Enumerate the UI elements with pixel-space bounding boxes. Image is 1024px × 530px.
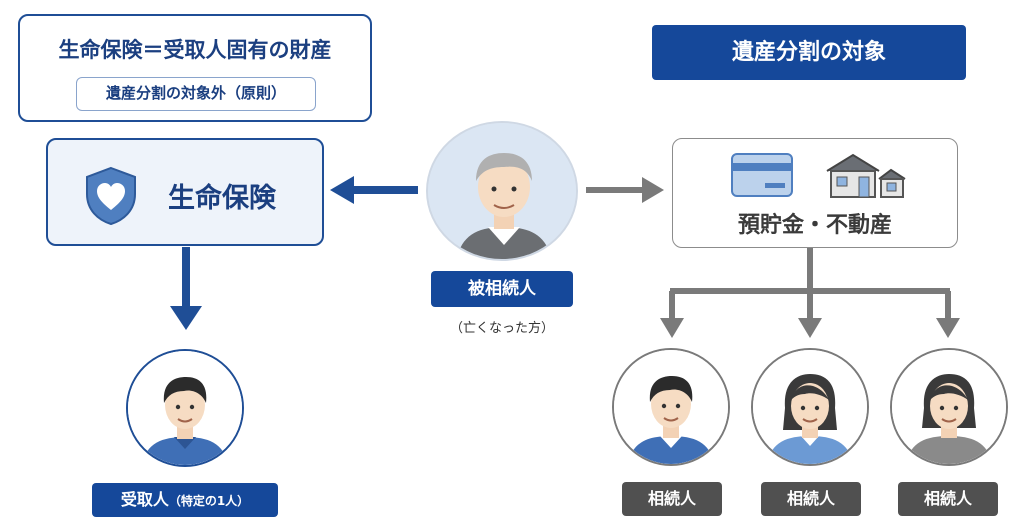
arrowhead-heir-2 xyxy=(798,318,822,338)
assets-label: 預貯金・不動産 xyxy=(737,213,892,238)
beneficiary-label: 受取人（特定の1人） xyxy=(92,483,278,517)
deceased-avatar xyxy=(426,121,578,261)
woman-icon xyxy=(892,350,1006,464)
heir-label-1: 相続人 xyxy=(622,482,722,516)
note-box: 生命保険＝受取人固有の財産 遺産分割の対象外（原則） xyxy=(18,14,372,122)
arrowhead-beneficiary xyxy=(170,306,202,330)
inheritance-target-label: 遺産分割の対象 xyxy=(652,25,966,80)
heir-avatar-1 xyxy=(612,348,730,466)
heir-avatar-2 xyxy=(751,348,869,466)
bank-card-icon xyxy=(731,153,793,197)
beneficiary-qualifier: （特定の1人） xyxy=(168,494,250,508)
woman-icon xyxy=(753,350,867,464)
arrowhead-insurance xyxy=(330,176,354,204)
beneficiary-avatar xyxy=(126,349,244,467)
house-icon xyxy=(826,153,906,198)
life-insurance-label: 生命保険 xyxy=(168,183,276,214)
note-title: 生命保険＝受取人固有の財産 xyxy=(58,38,332,62)
life-insurance-box: 生命保険 xyxy=(46,138,324,246)
arrowhead-heir-3 xyxy=(936,318,960,338)
shield-heart-icon xyxy=(86,166,136,226)
heir-label-3: 相続人 xyxy=(898,482,998,516)
arrowhead-heir-1 xyxy=(660,318,684,338)
assets-box: 預貯金・不動産 xyxy=(672,138,958,248)
deceased-label: 被相続人 xyxy=(431,271,573,307)
beneficiary-name: 受取人 xyxy=(120,490,169,509)
heir-avatar-3 xyxy=(890,348,1008,466)
heir-label-2: 相続人 xyxy=(761,482,861,516)
elderly-man-icon xyxy=(428,123,576,259)
arrowhead-assets xyxy=(642,177,664,203)
man-icon xyxy=(614,350,728,464)
deceased-caption: （亡くなった方） xyxy=(449,321,554,336)
note-subtitle: 遺産分割の対象外（原則） xyxy=(76,77,316,111)
man-icon xyxy=(128,351,242,465)
